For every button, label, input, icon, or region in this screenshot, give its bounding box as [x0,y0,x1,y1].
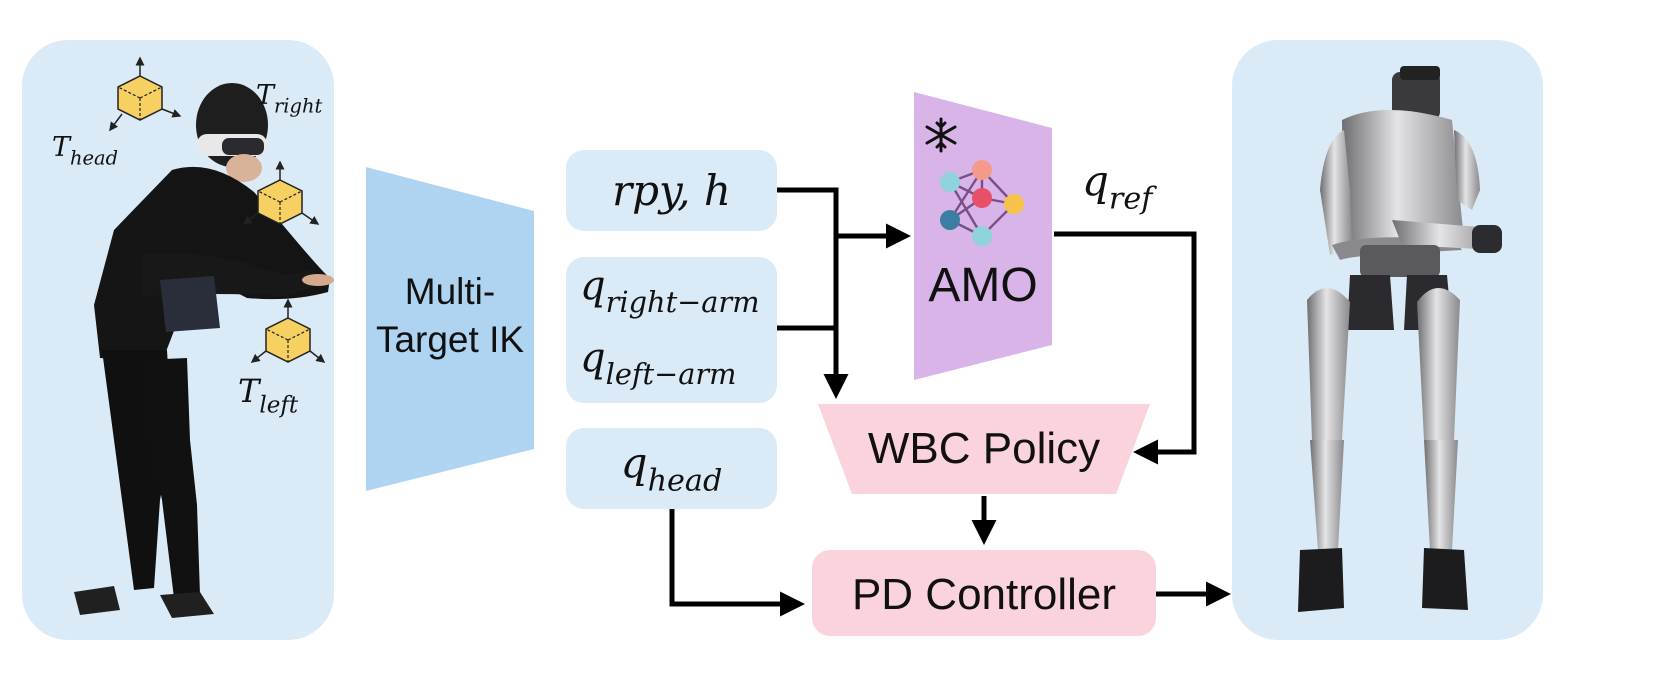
wbc-policy-trapezoid [818,404,1150,494]
humanoid-robot-illustration [1298,66,1502,612]
q-left-arm-text: qleft−arm [580,335,737,391]
t-left-label: Tleft [238,372,299,419]
head-frame-cube-icon [109,56,182,132]
q-head-text: qhead [620,438,723,499]
rpy-h-text: rpy, h [612,166,731,215]
neural-network-icon [940,160,1024,246]
arms-box: qright−arm qleft−arm [566,257,777,403]
ik-label: Multi- Target IK [375,271,525,360]
ik-trapezoid [366,167,534,491]
t-right-label: Tright [256,80,323,118]
teleoperator-illustration [74,56,334,618]
pd-controller-box [812,550,1156,636]
wbc-policy-label: WBC Policy [867,424,1101,473]
t-head-label: Thead [52,132,119,170]
head-box: qhead [566,428,777,509]
right-hand-frame-cube-icon [242,160,320,225]
q-right-arm-text: qright−arm [580,263,760,319]
pd-controller-label: PD Controller [851,570,1117,619]
qref-to-wbc-arrow [1054,231,1197,465]
human-figure [74,83,334,618]
head-to-pd-arrow [669,509,805,617]
q-ref-label: qref [1082,156,1153,217]
rpy-to-wbc-arrow [777,187,849,399]
rpy-h-box: rpy, h [566,150,777,231]
left-hand-frame-cube-icon [250,298,326,363]
snowflake-icon [925,117,957,153]
amo-label: AMO [928,259,1038,312]
